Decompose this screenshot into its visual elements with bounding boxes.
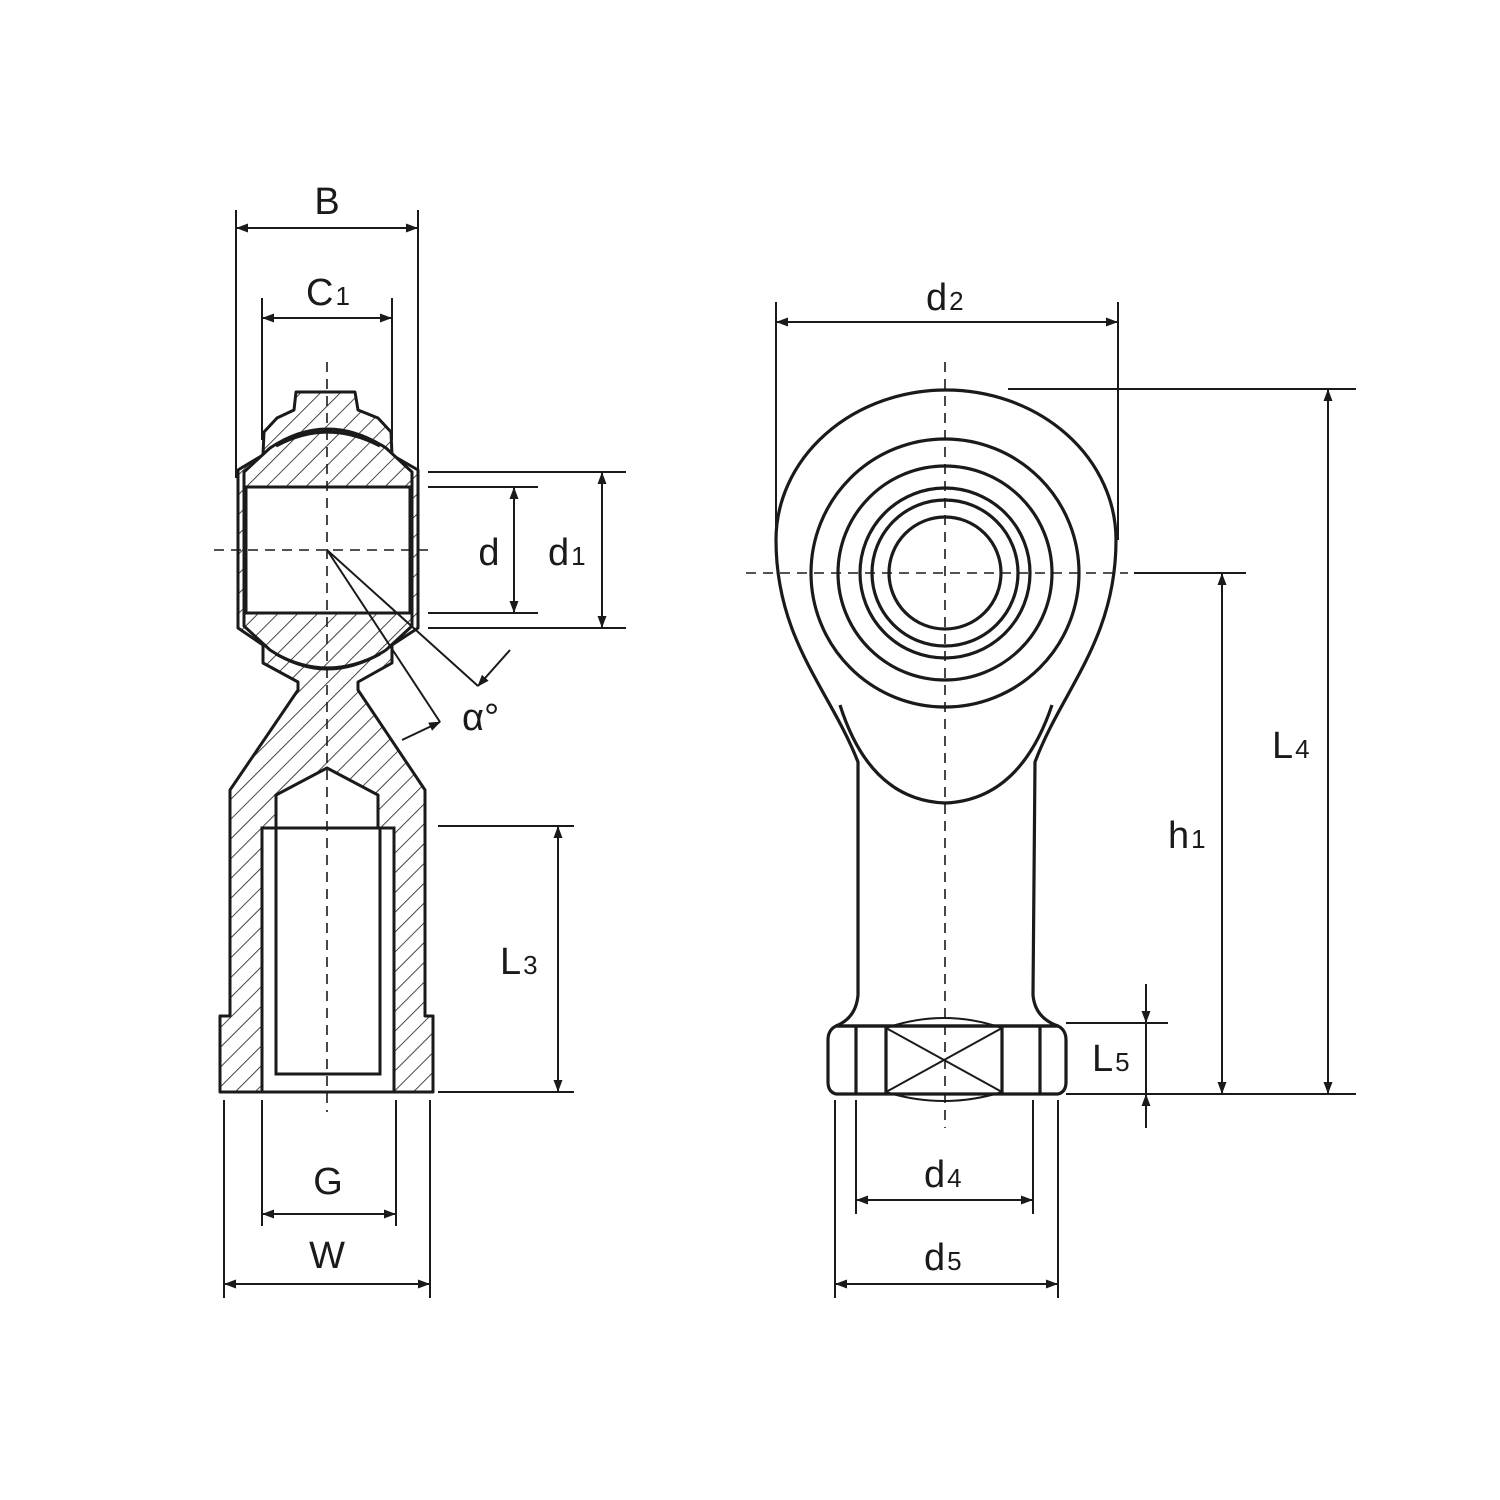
label-L5: L5 bbox=[1092, 1038, 1130, 1080]
label-L4: L4 bbox=[1272, 725, 1310, 767]
label-d5: d5 bbox=[924, 1237, 962, 1279]
label-d: d bbox=[478, 532, 499, 574]
label-d1: d1 bbox=[548, 532, 586, 574]
label-C1: C1 bbox=[306, 272, 350, 314]
label-G: G bbox=[313, 1161, 343, 1203]
alpha-line-1 bbox=[326, 549, 479, 687]
front-view: d2 L4 h1 L5 d4 d5 bbox=[746, 277, 1356, 1298]
label-L3: L3 bbox=[500, 941, 538, 983]
hex-nut bbox=[826, 1024, 1068, 1096]
label-W: W bbox=[309, 1235, 345, 1277]
alpha-line-2 bbox=[326, 549, 441, 723]
eye-neck-curve bbox=[838, 704, 1054, 805]
rod-end-outline bbox=[774, 388, 1118, 1028]
label-B: B bbox=[314, 181, 339, 223]
section-view: B C1 d d1 α° L3 G W bbox=[214, 181, 626, 1298]
thread-core bbox=[274, 826, 382, 1076]
hex-chamfer-cross bbox=[885, 1017, 1003, 1102]
label-d4: d4 bbox=[924, 1154, 962, 1196]
label-d2: d2 bbox=[926, 277, 964, 319]
alpha-arrow-1 bbox=[477, 649, 511, 687]
label-alpha: α° bbox=[462, 697, 499, 739]
liner-bottom bbox=[275, 652, 381, 670]
alpha-arrow-2 bbox=[401, 721, 441, 741]
label-h1: h1 bbox=[1168, 815, 1206, 857]
